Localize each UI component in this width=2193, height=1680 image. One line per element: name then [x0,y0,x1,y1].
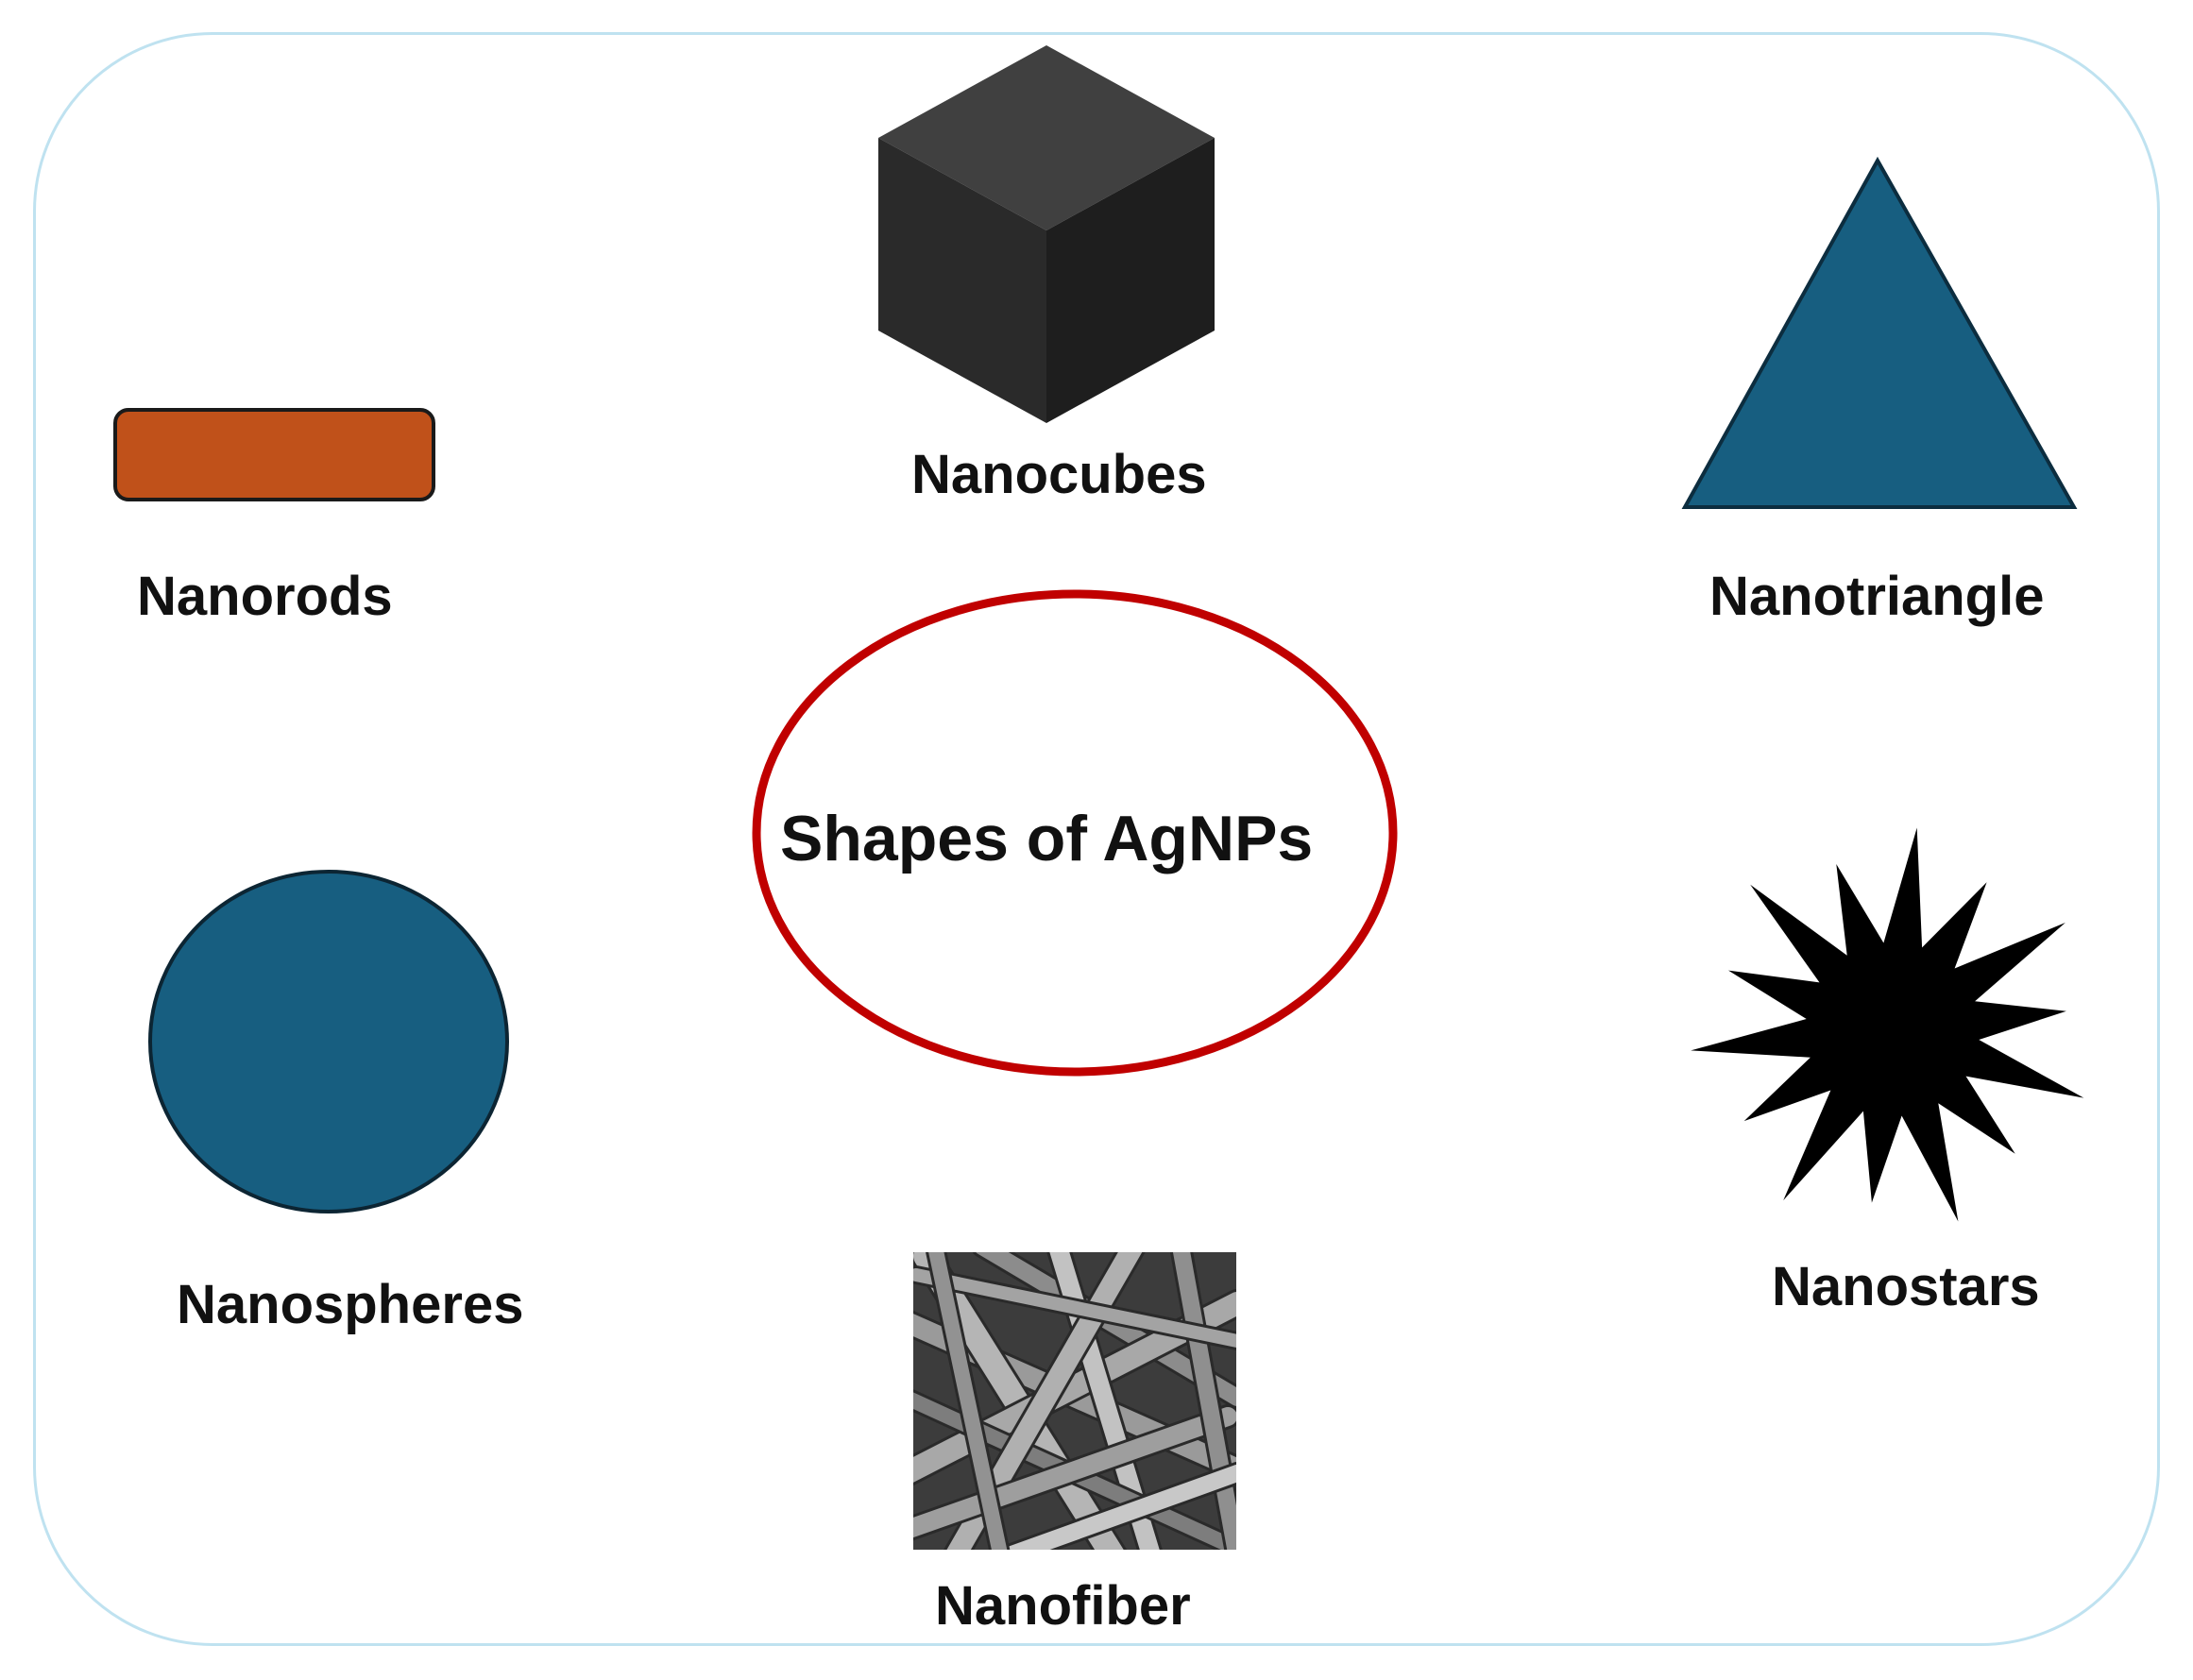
label-nanocubes: Nanocubes [911,444,1207,505]
cube-icon [878,45,1215,423]
star-burst-icon [1691,827,2084,1222]
circle-icon [148,870,509,1213]
label-nanorods: Nanorods [137,566,393,627]
label-nanotriangle: Nanotriangle [1709,566,2045,627]
fiber-strand [913,1268,1236,1348]
fiber-strand [928,1252,1008,1550]
label-nanofiber: Nanofiber [935,1575,1191,1637]
triangle-icon [1681,156,2078,509]
fiber-micrograph-icon [913,1252,1236,1550]
center-ring [752,589,1398,1077]
fiber-strand [999,1465,1236,1550]
fiber-strand [913,1407,1236,1538]
fiber-strand [1172,1252,1236,1550]
label-nanostars: Nanostars [1772,1256,2040,1317]
center-title: Shapes of AgNPs [780,803,1314,874]
label-nanospheres: Nanospheres [177,1274,524,1335]
rounded-rectangle-icon [113,408,435,501]
